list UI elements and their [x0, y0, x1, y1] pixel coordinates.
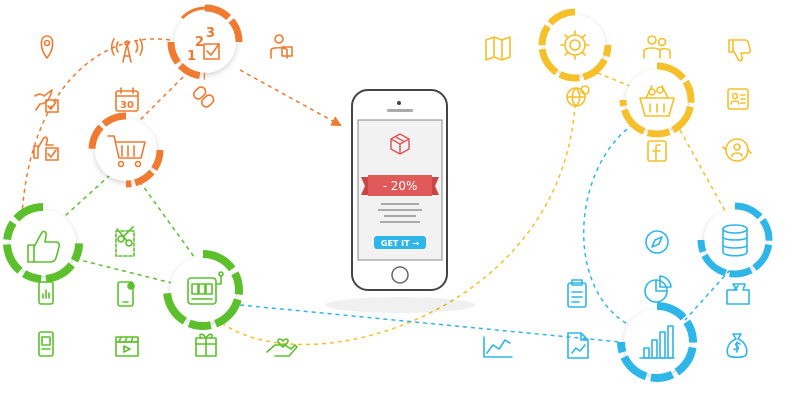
- vote-box-icon: [726, 283, 750, 305]
- hub-like: [3, 203, 83, 283]
- blue-basket-to-chart: [583, 119, 641, 331]
- mobile-badge-icon: [117, 281, 135, 307]
- user-refresh-icon: [722, 138, 752, 162]
- discount-ribbon: [361, 175, 439, 196]
- cart-icon: [107, 135, 146, 168]
- dove-icon: [34, 89, 59, 113]
- yellow-slot-to-globe: [199, 104, 576, 346]
- hub-numbers: [167, 4, 243, 80]
- orange-to-cart: [139, 59, 201, 121]
- yellow-gear-to-basket: [589, 69, 641, 91]
- thumbs-down-icon: [728, 39, 752, 62]
- mobile-app-icon: [38, 331, 54, 357]
- hub-cart: [88, 112, 164, 188]
- gift-box-icon: [390, 133, 410, 155]
- user-presentation-icon: [270, 34, 293, 59]
- bar-chart-icon: [639, 325, 675, 359]
- hub-gear: [538, 8, 612, 82]
- money-bag-icon: [726, 333, 748, 359]
- gift-icon: [195, 333, 217, 357]
- digit-1: 1: [187, 49, 196, 64]
- clipboard-icon: [567, 279, 587, 308]
- hand-heart-icon: [266, 338, 298, 357]
- calendar-day-label: 30: [120, 100, 134, 111]
- home-button: [391, 266, 409, 284]
- thumbs-up-icon: [27, 230, 61, 263]
- digit-3: 3: [206, 26, 215, 41]
- pie-chart-icon: [644, 275, 672, 303]
- discount-label: - 20%: [383, 179, 418, 193]
- orange-arc-left: [21, 38, 171, 216]
- hub-bar-chart: [617, 302, 697, 382]
- gear-icon: [560, 30, 590, 60]
- like-check-icon: [33, 136, 59, 161]
- orange-arrow-to-phone: [239, 69, 342, 127]
- compass-icon: [645, 230, 669, 254]
- users-icon: [643, 35, 671, 59]
- globe-icon: [566, 85, 590, 107]
- facebook-icon: [647, 140, 667, 162]
- get-it-button[interactable]: GET IT →: [381, 239, 419, 248]
- slot-machine-icon: [187, 271, 224, 305]
- scissors-icon: [115, 226, 135, 257]
- document-chart-icon: [567, 332, 589, 359]
- map-icon: [485, 36, 511, 61]
- map-pin-icon: [40, 35, 54, 59]
- get-it-button-bg: [374, 236, 426, 249]
- line-chart-icon: [483, 336, 513, 358]
- hub-basket: [619, 62, 695, 138]
- tablet-chart-icon: [38, 281, 54, 305]
- green-cart-to-slot: [134, 174, 201, 266]
- wifi-tower-icon: [110, 38, 144, 63]
- id-card-icon: [727, 88, 749, 110]
- hub-slot-machine: [163, 250, 243, 330]
- hub-database: [697, 202, 773, 278]
- basket-icon: [639, 85, 675, 117]
- smartphone: [325, 89, 475, 313]
- yellow-basket-to-db: [679, 129, 731, 221]
- video-clapper-icon: [115, 336, 139, 357]
- calendar-icon: [115, 87, 139, 112]
- blue-db-to-chart: [684, 269, 731, 321]
- digit-2: 2: [195, 35, 204, 50]
- connection-lines: [21, 38, 731, 346]
- chain-link-icon: [192, 86, 215, 108]
- database-icon: [722, 224, 748, 257]
